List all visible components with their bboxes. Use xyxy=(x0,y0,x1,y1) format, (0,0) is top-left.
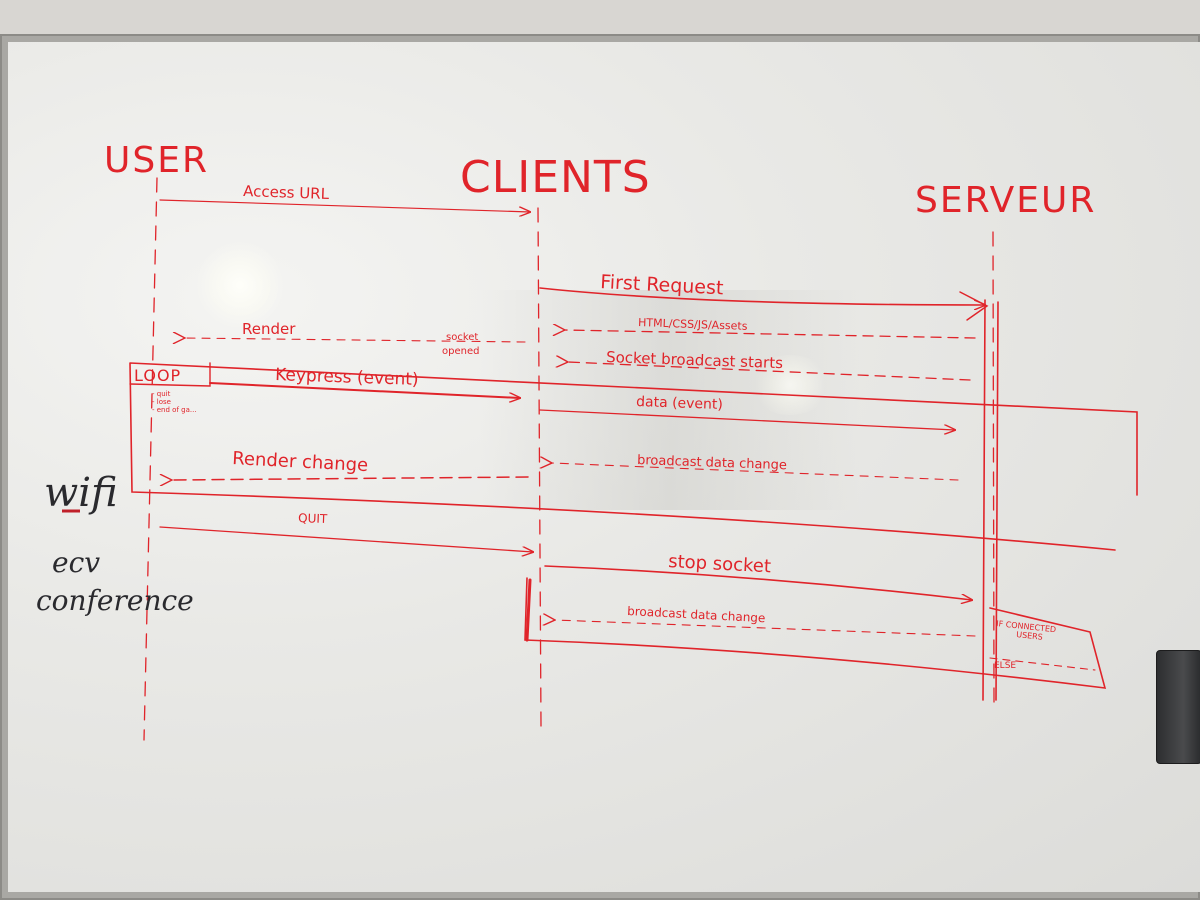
message-if-broadcast: broadcast data change xyxy=(627,604,766,625)
if-broadcast-arrow xyxy=(555,620,976,637)
else-separator xyxy=(989,657,1096,671)
message-data-event: data (event) xyxy=(636,394,723,413)
message-render-change: Render change xyxy=(232,448,369,476)
serveur-lifeline xyxy=(992,231,995,703)
message-quit: QUIT xyxy=(298,511,328,526)
if-fragment-frame xyxy=(524,577,1107,689)
whiteboard xyxy=(8,42,1200,892)
message-opened: opened xyxy=(442,346,479,357)
loop-note-end-of-game: - end of ga... xyxy=(152,406,197,414)
broadcast-change-arrow xyxy=(552,463,959,481)
window-reflection xyxy=(480,290,860,510)
light-glare-left xyxy=(195,240,285,330)
side-note-wifi: wifi xyxy=(44,470,118,516)
assets-return-arrow xyxy=(565,330,976,339)
light-glare-right xyxy=(750,355,830,415)
stop-socket-arrow xyxy=(544,565,972,600)
message-socket: socket xyxy=(446,332,478,343)
loop-note-lose: - lose xyxy=(152,398,171,406)
render-return-arrow xyxy=(185,338,526,342)
message-socket-broadcast: Socket broadcast starts xyxy=(606,348,784,372)
participant-clients: CLIENTS xyxy=(460,152,651,203)
quit-arrow xyxy=(159,526,533,552)
loop-fragment-frame xyxy=(129,362,1138,551)
loop-label-tab xyxy=(129,362,211,387)
wall-light-switch xyxy=(1156,650,1200,764)
side-note-ecv: ecv xyxy=(52,546,100,579)
clients-lifeline xyxy=(537,207,542,727)
if-label-line2: USERS xyxy=(1016,630,1043,642)
message-render: Render xyxy=(242,320,296,338)
first-request-arrow xyxy=(539,287,985,305)
data-event-arrow xyxy=(539,409,955,430)
serveur-activation-bar xyxy=(982,299,999,701)
else-label: ELSE xyxy=(994,661,1016,671)
keypress-arrow xyxy=(209,382,520,398)
loop-label: LOOP xyxy=(134,366,181,385)
message-access-url: Access URL xyxy=(243,182,330,203)
participant-user: USER xyxy=(104,140,209,181)
message-assets: HTML/CSS/JS/Assets xyxy=(638,316,748,333)
message-broadcast-change: broadcast data change xyxy=(637,453,787,473)
loop-note-quit: - quit xyxy=(152,390,171,398)
render-change-arrow xyxy=(172,477,529,480)
access-url-arrow xyxy=(159,199,530,212)
participant-serveur: SERVEUR xyxy=(915,180,1096,221)
user-lifeline xyxy=(143,177,158,741)
side-note-conference: conference xyxy=(36,584,194,617)
